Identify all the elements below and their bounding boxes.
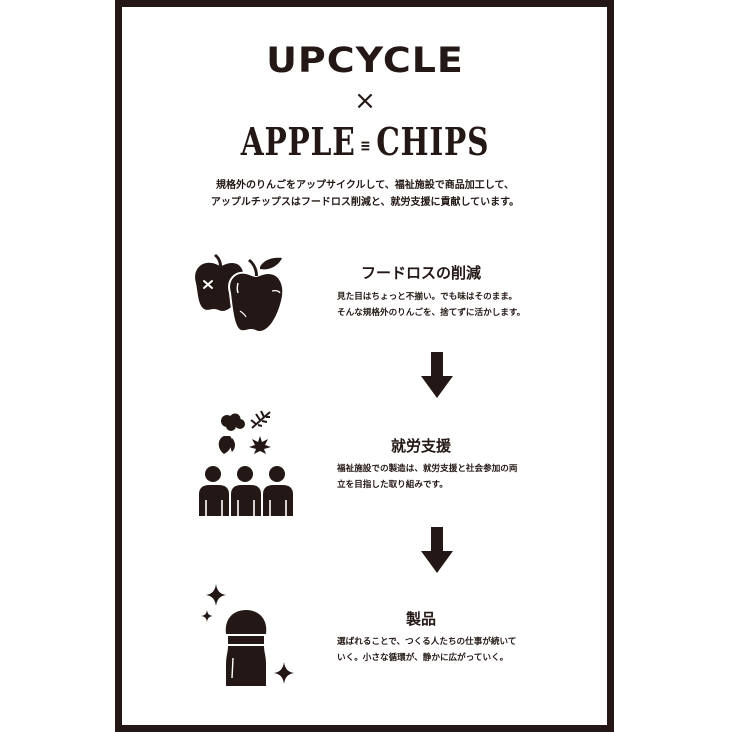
logo-left-text: APPLE — [240, 119, 356, 164]
section-heading-food-loss: フードロスの削減 — [360, 264, 481, 282]
logo-separator: ≡ — [360, 135, 372, 155]
section-body-food-loss: 見た目はちょっと不揃い。でも味はそのまま。 そんな規格外のりんごを、捨てずに活か… — [337, 289, 525, 321]
logo-right-text: CHIPS — [376, 119, 490, 164]
intro-line: アップルチップスはフードロス削減と、就労支援に貢献しています。 — [210, 196, 520, 208]
section-heading-employment-support: 就労支援 — [390, 437, 451, 455]
body-line: そんな規格外のりんごを、捨てずに活かします。 — [337, 308, 526, 318]
apples-icon — [190, 253, 290, 335]
product-bottle-sparkle-icon — [198, 582, 298, 690]
section-heading-product: 製品 — [405, 610, 436, 628]
intro-text: 規格外のりんごをアップサイクルして、福祉施設で商品加工して、 アップルチップスは… — [190, 178, 540, 211]
arrow-down-icon — [421, 352, 453, 398]
section-body-product: 選ばれることで、つくる人たちの仕事が続いて いく。小さな循環が、静かに広がってい… — [337, 634, 516, 666]
title-upcycle: UPCYCLE — [266, 39, 464, 81]
arrow-down-icon — [421, 527, 453, 573]
body-line: 選ばれることで、つくる人たちの仕事が続いて — [337, 637, 517, 647]
body-line: 立を目指した取り組みです。 — [337, 480, 448, 490]
apple-chips-logo: APPLE≡CHIPS — [80, 119, 649, 169]
intro-line: 規格外のりんごをアップサイクルして、福祉施設で商品加工して、 — [216, 180, 514, 191]
body-line: いく。小さな循環が、静かに広がっていく。 — [337, 653, 509, 663]
body-line: 見た目はちょっと不揃い。でも味はそのまま。 — [337, 292, 518, 302]
poster-frame — [115, 0, 614, 732]
cross-symbol: × — [354, 86, 376, 116]
people-herbs-icon — [196, 408, 296, 518]
section-body-employment-support: 福祉施設での製造は、就労支援と社会参加の両 立を目指した取り組みです。 — [337, 461, 517, 493]
body-line: 福祉施設での製造は、就労支援と社会参加の両 — [337, 464, 518, 474]
